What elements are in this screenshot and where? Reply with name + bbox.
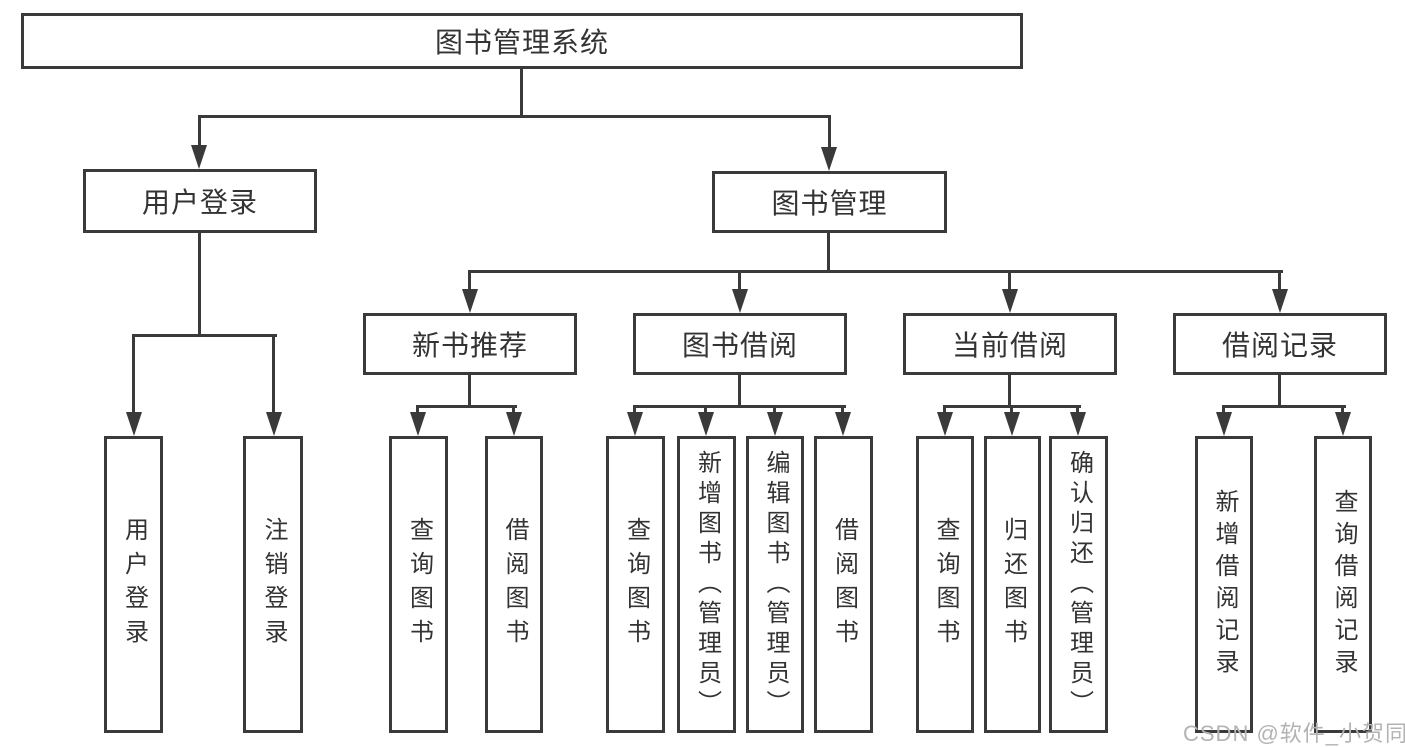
arrowhead-down-icon: [835, 412, 851, 436]
connector-line: [827, 233, 830, 273]
node-root-label: 图书管理系统: [434, 27, 609, 58]
arrowhead-down-icon: [410, 412, 426, 436]
connector-line: [416, 405, 517, 408]
arrowhead-down-icon: [266, 412, 282, 436]
leaf-borrow-edit-label: 编辑图书（管理员）: [762, 449, 789, 720]
arrowhead-down-icon: [821, 147, 837, 171]
node-book-management-label: 图书管理: [771, 188, 888, 219]
node-book-borrow: 图书借阅: [633, 313, 847, 375]
connector-line: [416, 405, 419, 415]
leaf-current-confirm-label: 确认归还（管理员）: [1065, 449, 1093, 720]
leaf-record-query-label: 查询借阅记录: [1330, 488, 1357, 681]
node-borrow-record: 借阅记录: [1173, 313, 1387, 375]
arrowhead-down-icon: [732, 289, 748, 313]
arrowhead-down-icon: [627, 412, 643, 436]
leaf-borrow-add: 新增图书（管理员）: [677, 436, 736, 733]
leaf-borrow-query: 查询图书: [606, 436, 665, 733]
arrowhead-down-icon: [1004, 412, 1020, 436]
node-current-borrow-label: 当前借阅: [951, 330, 1068, 361]
connector-line: [198, 233, 201, 337]
leaf-current-confirm: 确认归还（管理员）: [1049, 436, 1108, 733]
node-user-login: 用户登录: [83, 169, 317, 233]
arrowhead-down-icon: [506, 412, 522, 436]
leaf-borrow-edit: 编辑图书（管理员）: [746, 436, 804, 733]
connector-line: [272, 334, 275, 414]
node-book-management: 图书管理: [712, 171, 947, 233]
leaf-record-query: 查询借阅记录: [1314, 436, 1372, 733]
arrowhead-down-icon: [698, 412, 714, 436]
connector-line: [132, 334, 277, 337]
connector-line: [198, 115, 831, 118]
connector-line: [468, 270, 471, 291]
node-borrow-record-label: 借阅记录: [1221, 330, 1338, 361]
leaf-newbook-query-label: 查询图书: [405, 516, 433, 653]
connector-line: [468, 270, 1283, 273]
arrowhead-down-icon: [462, 289, 478, 313]
connector-line: [704, 405, 707, 415]
arrowhead-down-icon: [1216, 412, 1232, 436]
arrowhead-down-icon: [1335, 412, 1351, 436]
connector-line: [633, 405, 636, 415]
leaf-borrow-borrow-label: 借阅图书: [830, 516, 858, 653]
leaf-user-login: 用户登录: [104, 436, 163, 733]
connector-line: [1341, 405, 1344, 415]
connector-line: [468, 375, 471, 408]
leaf-current-return-label: 归还图书: [999, 516, 1027, 653]
node-user-login-label: 用户登录: [141, 187, 258, 218]
connector-line: [512, 405, 515, 415]
leaf-current-query: 查询图书: [916, 436, 974, 733]
connector-line: [773, 405, 776, 415]
leaf-logout-label: 注销登录: [260, 516, 287, 653]
leaf-user-login-label: 用户登录: [120, 516, 148, 653]
connector-line: [1222, 405, 1225, 415]
leaf-borrow-borrow: 借阅图书: [814, 436, 873, 733]
leaf-record-add-label: 新增借阅记录: [1211, 488, 1238, 681]
connector-line: [132, 334, 135, 414]
connector-line: [633, 405, 846, 408]
connector-line: [198, 115, 201, 146]
arrowhead-down-icon: [937, 412, 953, 436]
arrowhead-down-icon: [191, 145, 207, 169]
node-book-borrow-label: 图书借阅: [681, 330, 798, 361]
connector-line: [841, 405, 844, 415]
leaf-current-query-label: 查询图书: [932, 516, 959, 653]
connector-line: [1076, 405, 1079, 415]
node-new-book-recommend: 新书推荐: [363, 313, 577, 375]
connector-line: [520, 69, 523, 118]
arrowhead-down-icon: [1272, 289, 1288, 313]
leaf-borrow-add-label: 新增图书（管理员）: [693, 449, 721, 720]
csdn-watermark: CSDN @软件_小贺同学: [1183, 721, 1405, 746]
leaf-logout: 注销登录: [243, 436, 303, 733]
node-new-book-recommend-label: 新书推荐: [411, 330, 528, 361]
connector-line: [1008, 375, 1011, 408]
arrowhead-down-icon: [126, 412, 142, 436]
node-current-borrow: 当前借阅: [903, 313, 1117, 375]
connector-line: [1008, 270, 1011, 291]
connector-line: [943, 405, 946, 415]
connector-line: [1278, 375, 1281, 408]
arrowhead-down-icon: [1002, 289, 1018, 313]
connector-line: [1222, 405, 1346, 408]
leaf-newbook-borrow: 借阅图书: [485, 436, 543, 733]
connector-line: [1278, 270, 1281, 291]
leaf-newbook-query: 查询图书: [389, 436, 448, 733]
connector-line: [828, 115, 831, 148]
connector-line: [738, 375, 741, 408]
leaf-borrow-query-label: 查询图书: [622, 516, 650, 653]
connector-line: [738, 270, 741, 291]
arrowhead-down-icon: [1070, 412, 1086, 436]
leaf-record-add: 新增借阅记录: [1195, 436, 1253, 733]
leaf-newbook-borrow-label: 借阅图书: [501, 516, 528, 653]
connector-line: [1010, 405, 1013, 415]
leaf-current-return: 归还图书: [984, 436, 1041, 733]
arrowhead-down-icon: [767, 412, 783, 436]
node-root: 图书管理系统: [21, 13, 1023, 69]
